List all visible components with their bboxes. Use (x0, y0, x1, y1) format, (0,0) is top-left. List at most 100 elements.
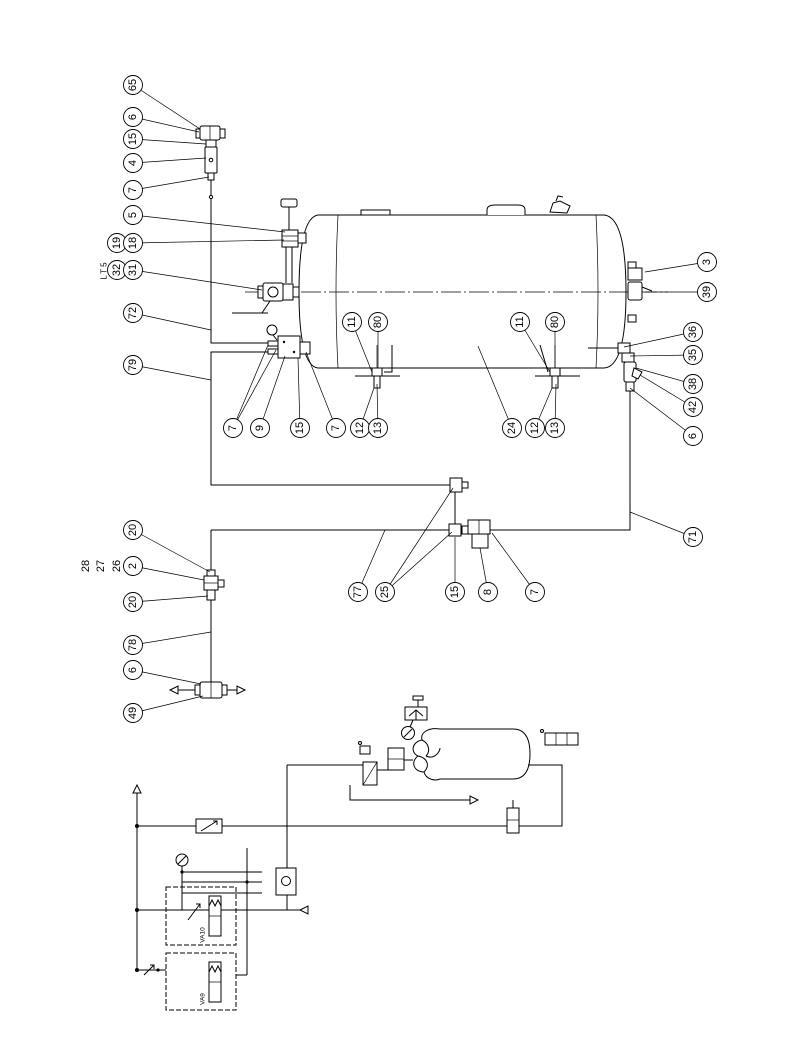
callout-bubble (697, 282, 717, 302)
top-valve-assembly (195, 125, 226, 200)
callout-71: 71 (629, 511, 703, 547)
callout-number: 8 (482, 589, 494, 595)
callout-8: 8 (478, 547, 498, 602)
gauge-icon (266, 324, 278, 336)
callout-number: 31 (127, 264, 139, 276)
callout-number: 26 (111, 560, 123, 572)
spring-icon (208, 898, 222, 908)
callout-number: 20 (127, 524, 139, 536)
manifold-block (266, 324, 311, 359)
callout-number: 12 (354, 422, 366, 434)
receiver-tank-symbol (440, 728, 531, 780)
callout-number: 78 (127, 639, 139, 651)
valve-lever (641, 286, 653, 292)
callout-6-right: 6 (629, 387, 703, 446)
supply-arrow (132, 783, 142, 794)
callout-number: 11 (514, 316, 526, 327)
pipe-79 (210, 351, 450, 486)
valve-a-label: VA10 (200, 927, 207, 943)
valve-handle (232, 300, 271, 314)
callout-bubble (683, 345, 703, 365)
callout-bubble (223, 418, 243, 438)
callout-bubble (683, 527, 703, 547)
diaphragm-cloud (412, 728, 441, 781)
piping (168, 199, 631, 695)
callout-bubble (683, 397, 703, 417)
callout-24: 24 (477, 345, 522, 438)
callout-bubble (545, 312, 565, 332)
callout-number: 9 (254, 425, 266, 431)
callout-number: 24 (506, 422, 518, 434)
callout-bubble (123, 180, 143, 200)
callout-bubble (123, 520, 143, 540)
callout-bubble (123, 355, 143, 375)
tag-label: LT5 (100, 260, 109, 279)
callout-bubble (697, 252, 717, 272)
ball-valve (232, 282, 300, 314)
callout-number: 42 (687, 401, 699, 413)
callout-79: 79 (123, 355, 212, 381)
middle-callouts: 77 25 15 8 7 (348, 487, 545, 602)
callout-bubble (502, 418, 522, 438)
callout-bubble (123, 635, 143, 655)
callout-78: 78 (123, 631, 212, 655)
tank-seam-right (595, 214, 599, 369)
tank-support-right (535, 344, 580, 389)
callout-bubble (123, 703, 143, 723)
callout-number: 65 (127, 79, 139, 91)
callout-bubble (123, 303, 143, 323)
callout-number: 49 (127, 707, 139, 719)
callout-number: 35 (687, 349, 699, 361)
callout-number: 80 (549, 316, 561, 328)
callout-5: 5 (123, 205, 286, 233)
callout-number: 38 (687, 378, 699, 390)
filter-symbol (275, 867, 297, 896)
callout-number: 20 (127, 596, 139, 608)
callout-15-top: 15 (123, 129, 207, 149)
top-nozzle (360, 209, 391, 216)
callout-bubble (123, 205, 143, 225)
callout-15-b: 15 (290, 357, 310, 438)
callout-bubble (445, 582, 465, 602)
pipe-72 (210, 199, 268, 344)
tee-fitting (448, 523, 469, 537)
callout-39: 39 (645, 282, 717, 302)
callout-9: 9 (250, 355, 286, 438)
gauge-tee-assembly (280, 198, 307, 283)
callout-49: 49 (123, 695, 204, 723)
callout-bubble (683, 374, 703, 394)
drain-valve-symbol (506, 807, 520, 834)
callout-number: 15 (294, 422, 306, 434)
callout-bubble (123, 233, 143, 253)
callout-number: 7 (529, 589, 541, 595)
drain-assembly (588, 342, 643, 392)
outlet-arrow-right (236, 685, 247, 695)
callout-bubble (348, 582, 368, 602)
callout-77: 77 (348, 529, 386, 602)
callout-number: 27 (95, 560, 107, 572)
callout-80-a: 80 (368, 312, 388, 368)
callout-bubble (478, 582, 498, 602)
callout-bubble (123, 75, 143, 95)
callout-number: 25 (379, 586, 391, 598)
callout-7-b: 7 (305, 351, 346, 438)
callout-6-top: 6 (123, 107, 200, 133)
callout-number: 28 (80, 560, 92, 572)
callout-bubble (123, 153, 143, 173)
safety-fitting (549, 195, 571, 214)
callout-number: 36 (687, 326, 699, 338)
callout-bubble (525, 418, 545, 438)
callout-38: 38 (635, 367, 703, 394)
callout-80-b: 80 (545, 312, 565, 368)
callout-number: 7 (330, 425, 342, 431)
bottom-callouts: 7 9 15 7 12 13 24 12 13 (223, 344, 565, 438)
callout-bubble (510, 312, 530, 332)
callout-bubble (368, 418, 388, 438)
callout-bubble (290, 418, 310, 438)
right-callouts: 3 39 36 35 38 42 6 71 (623, 252, 717, 547)
callout-number: 7 (227, 425, 239, 431)
callout-72: 72 (123, 303, 212, 331)
